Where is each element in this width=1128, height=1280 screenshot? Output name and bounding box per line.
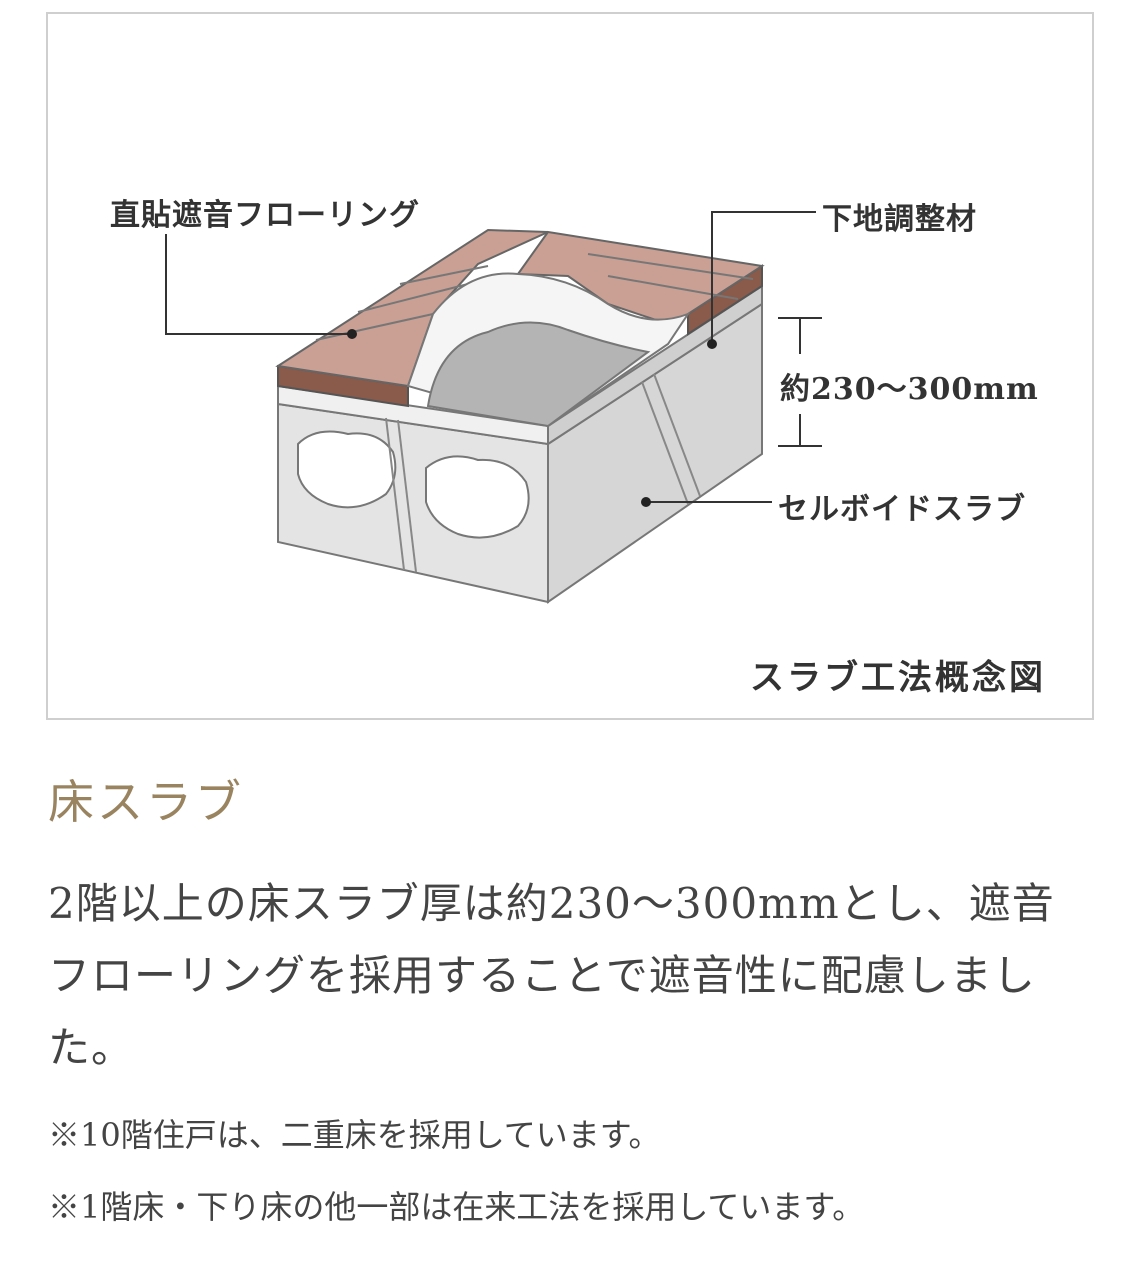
concrete-exposed: [426, 321, 651, 428]
label-thickness: 約230～300mm: [780, 372, 1039, 407]
note-2: ※1階床・下り床の他一部は在来工法を採用しています。: [48, 1188, 865, 1226]
flooring-board-line-3: [399, 265, 489, 285]
slab-diagram-illustration: [165, 211, 822, 604]
void-right: [425, 455, 530, 539]
flooring-board-line-5: [587, 253, 754, 280]
leader-slab-dot: [641, 497, 651, 507]
label-base-material: 下地調整材: [822, 202, 977, 237]
flooring-board-line-1: [315, 313, 434, 341]
section-body: 2階以上の床スラブ厚は約230～300mmとし、遮音フローリングを採用することで…: [48, 879, 1055, 1072]
note-1: ※10階住戸は、二重床を採用しています。: [48, 1116, 661, 1154]
leader-flooring: [165, 234, 352, 335]
diagram-frame: 直貼遮音フローリング 下地調整材 約230～300mm セルボイドスラブ スラブ…: [46, 12, 1094, 720]
section-title: 床スラブ: [48, 775, 244, 829]
diagram-caption: スラブ工法概念図: [750, 658, 1046, 698]
label-flooring: 直貼遮音フローリング: [110, 198, 420, 233]
rebar-right-1: [641, 381, 689, 505]
flooring-board-line-2: [357, 283, 469, 313]
rebar-front-2: [397, 419, 417, 573]
leader-base-material: [711, 211, 816, 344]
flooring-board-line-4: [607, 275, 739, 300]
void-left: [297, 430, 397, 509]
leader-base-material-dot: [707, 339, 717, 349]
rebar-right-2: [653, 373, 701, 497]
leader-flooring-dot: [347, 329, 357, 339]
rebar-front-1: [385, 417, 405, 571]
label-slab: セルボイドスラブ: [778, 492, 1026, 527]
